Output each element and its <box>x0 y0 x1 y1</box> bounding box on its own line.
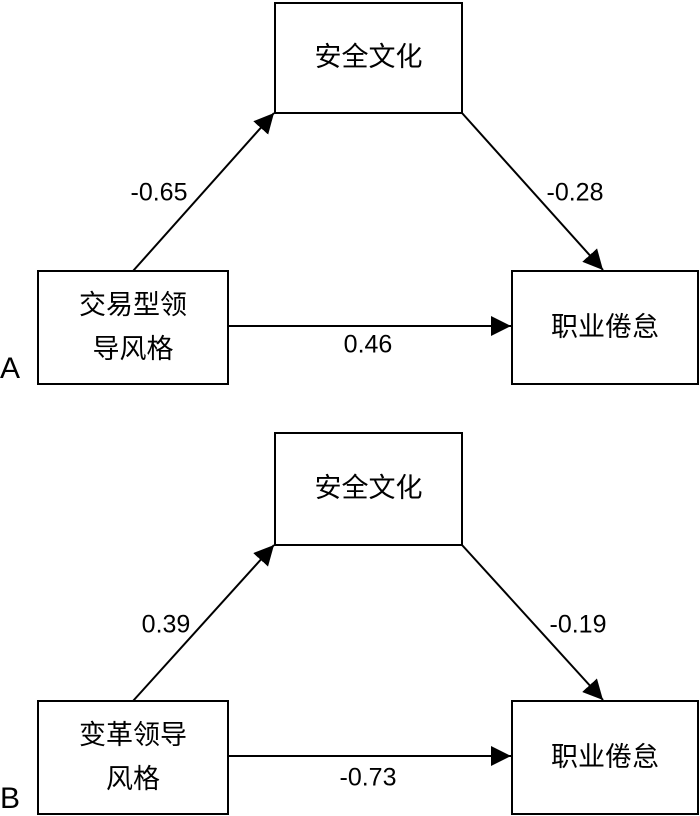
coef-a-path-c: 0.46 <box>343 330 393 359</box>
outcome-label-b: 职业倦怠 <box>551 741 659 773</box>
predictor-label-b-line2: 风格 <box>106 763 160 795</box>
panel-letter-a: A <box>0 352 21 385</box>
panel-letter-b: B <box>0 782 21 815</box>
coef-a-path-a: -0.65 <box>130 178 188 207</box>
coef-b-path-a: 0.39 <box>141 610 191 639</box>
coef-a-path-b: -0.28 <box>546 178 604 207</box>
coef-b-path-b: -0.19 <box>549 610 607 639</box>
arrow-b-predictor-to-mediator <box>132 544 275 702</box>
mediator-label-b: 安全文化 <box>314 473 423 504</box>
predictor-label-a-line2: 导风格 <box>92 333 174 365</box>
arrow-a-mediator-to-outcome <box>461 112 604 271</box>
predictor-box-b: 变革领导 风格 <box>37 700 229 815</box>
mediator-box-a: 安全文化 <box>274 2 463 114</box>
mediator-box-b: 安全文化 <box>274 432 463 546</box>
outcome-label-a: 职业倦怠 <box>551 311 659 343</box>
outcome-box-a: 职业倦怠 <box>511 270 699 385</box>
predictor-box-a: 交易型领 导风格 <box>37 270 229 385</box>
outcome-box-b: 职业倦怠 <box>511 700 699 815</box>
mediator-label-a: 安全文化 <box>314 42 423 73</box>
coef-b-path-c: -0.73 <box>339 763 397 792</box>
predictor-label-b-line1: 变革领导 <box>79 719 187 751</box>
arrow-a-predictor-to-mediator <box>132 112 275 272</box>
predictor-label-a-line1: 交易型领 <box>79 289 187 321</box>
arrow-b-mediator-to-outcome <box>461 544 604 701</box>
